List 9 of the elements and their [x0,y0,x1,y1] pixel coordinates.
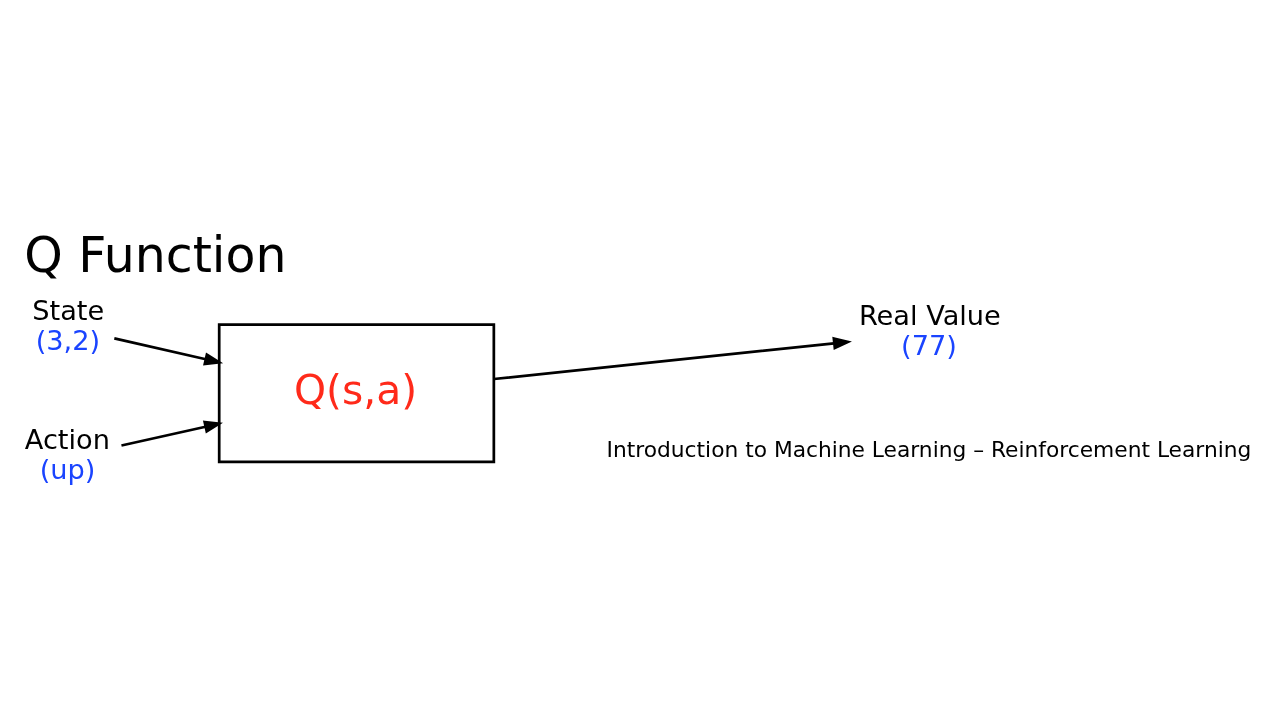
node-text: Real Value (77) [858,300,1001,362]
label: Introduction to Machine Learning – Reinforcement Learning [606,436,1252,462]
node-text: State (3,2) [32,294,105,356]
diagram-title: Q Function [24,227,287,285]
node-text: Action (up) [24,424,110,485]
node-box: Q(s,a) [217,323,496,464]
arrow [121,420,223,447]
arrow [114,337,224,366]
arrow [493,336,852,381]
